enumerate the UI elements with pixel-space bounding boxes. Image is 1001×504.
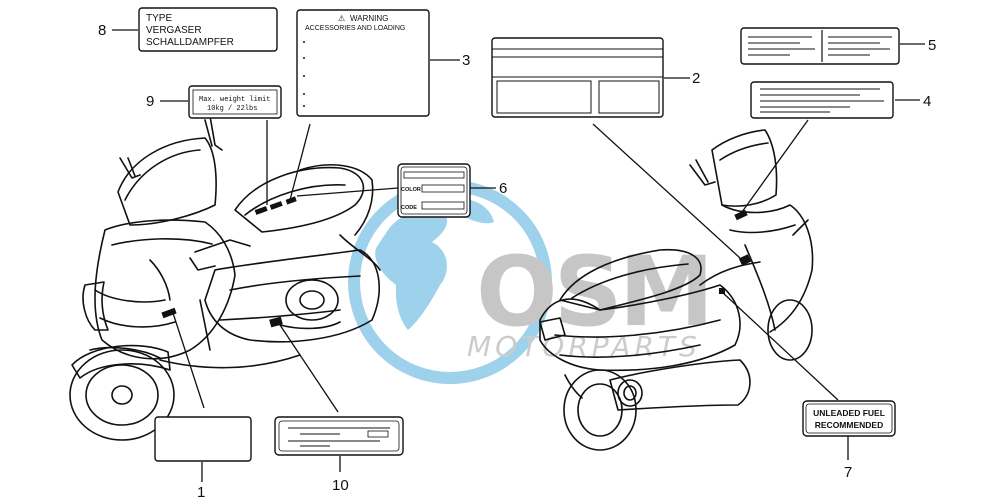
label-8-type-sticker[interactable]: TYPE VERGASER SCHALLDAMPFER xyxy=(138,7,278,52)
label-3-warning-sticker[interactable]: ⚠ WARNING ACCESSORIES AND LOADING xyxy=(296,9,430,117)
label-10-sticker[interactable] xyxy=(274,416,404,456)
callout-9: 9 xyxy=(146,93,154,110)
scooter-right-illustration xyxy=(539,129,814,451)
label-5-sticker[interactable] xyxy=(740,27,900,65)
callout-4: 4 xyxy=(923,93,931,110)
label-6-code-field: CODE xyxy=(401,205,417,211)
label-9-line-2: 10kg / 22lbs xyxy=(207,105,257,113)
label-9-weight-limit-sticker[interactable]: Max. weight limit 10kg / 22lbs xyxy=(188,85,282,119)
label-3-bullets xyxy=(303,41,305,107)
label-7-line-1: UNLEADED FUEL xyxy=(813,408,885,418)
label-2-sticker[interactable] xyxy=(491,37,664,118)
callout-1: 1 xyxy=(197,484,205,501)
label-3-heading: WARNING xyxy=(350,14,388,23)
callout-5: 5 xyxy=(928,37,936,54)
right-sticker-markers xyxy=(719,209,752,294)
label-1-sticker[interactable] xyxy=(154,416,252,462)
callout-7: 7 xyxy=(844,464,852,481)
label-10-text-lines xyxy=(288,427,390,447)
left-sticker-markers xyxy=(161,196,297,328)
label-7-line-2: RECOMMENDED xyxy=(815,420,883,430)
callout-2: 2 xyxy=(692,70,700,87)
callout-6: 6 xyxy=(499,180,507,197)
label-5-text-lines xyxy=(748,36,892,56)
leader-lines xyxy=(112,29,925,482)
callout-8: 8 xyxy=(98,22,106,39)
label-9-line-1: Max. weight limit xyxy=(199,96,270,104)
label-6-color-field: COLOR xyxy=(401,187,421,193)
label-7-unleaded-fuel-sticker[interactable]: UNLEADED FUEL RECOMMENDED xyxy=(802,400,896,437)
label-4-sticker[interactable] xyxy=(750,81,894,119)
label-4-text-lines xyxy=(760,88,884,113)
warning-triangle-icon: ⚠ xyxy=(338,14,345,23)
label-8-line-type: TYPE xyxy=(146,13,172,24)
label-3-subheading: ACCESSORIES AND LOADING xyxy=(305,25,405,32)
watermark-continent xyxy=(375,199,494,330)
label-6-color-code-sticker[interactable]: COLOR CODE xyxy=(397,163,471,218)
callout-10: 10 xyxy=(332,477,349,494)
callout-3: 3 xyxy=(462,52,470,69)
label-8-line-carburetor: VERGASER xyxy=(146,25,202,36)
label-8-line-muffler: SCHALLDAMPFER xyxy=(146,37,234,48)
scooter-left-illustration xyxy=(69,115,381,441)
watermark-subtitle: MOTORPARTS xyxy=(467,330,701,363)
